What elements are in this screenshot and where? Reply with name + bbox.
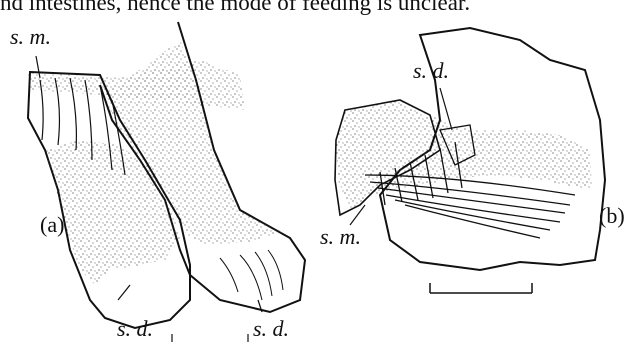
label-sm-panel-a: s. m. (10, 26, 51, 48)
label-sd-panel-a-left: s. d. (117, 318, 153, 340)
label-sd-panel-b: s. d. (413, 60, 449, 82)
label-sd-panel-a-right: s. d. (253, 318, 289, 340)
label-sm-panel-b: s. m. (320, 226, 361, 248)
panel-label-b: (b) (599, 205, 625, 227)
panel-label-a: (a) (40, 214, 64, 236)
panel-b-drawing (335, 28, 605, 293)
panel-a-drawing (28, 22, 305, 342)
